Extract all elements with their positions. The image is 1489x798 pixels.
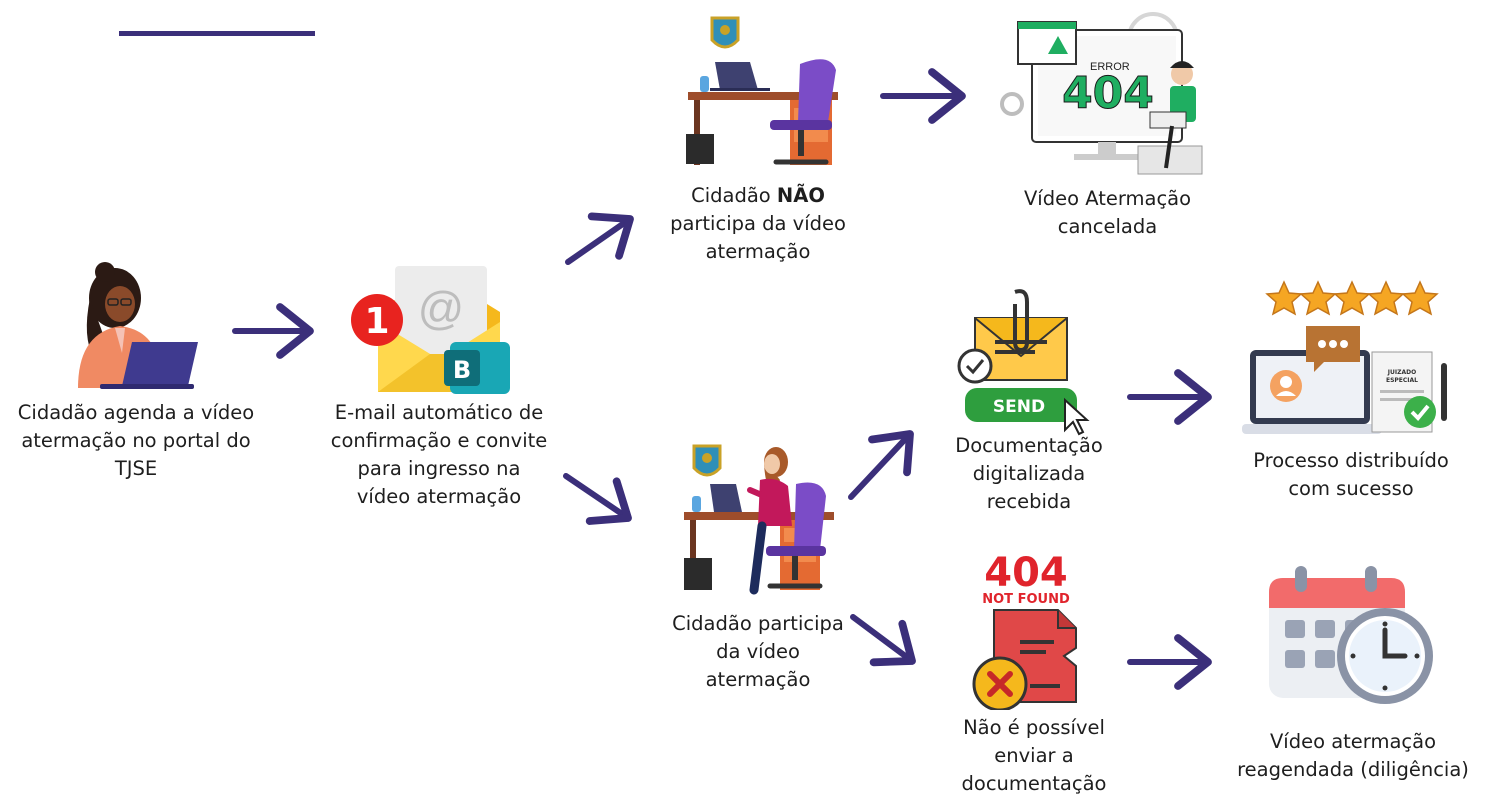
arrow-participa-to-documentacao xyxy=(848,430,914,500)
svg-text:404: 404 xyxy=(1062,68,1154,119)
header-accent-line xyxy=(119,31,315,36)
svg-text:JUIZADO: JUIZADO xyxy=(1387,369,1416,376)
star-icon xyxy=(1265,280,1303,316)
star-icon xyxy=(1299,280,1337,316)
svg-text:B: B xyxy=(453,356,471,384)
process-distributed-illustration: JUIZADO ESPECIAL xyxy=(1242,280,1447,434)
svg-text:ERROR: ERROR xyxy=(1090,61,1130,73)
empty-desk-illustration xyxy=(686,16,838,165)
calendar-clock-illustration xyxy=(1269,566,1433,704)
woman-laptop-illustration xyxy=(78,262,198,389)
svg-text:404: 404 xyxy=(984,550,1068,596)
not-found-document-illustration: 404 NOT FOUND xyxy=(972,550,1077,710)
send-document-illustration: SEND xyxy=(957,289,1090,436)
error-404-illustration: ERROR 404 xyxy=(1000,12,1203,175)
send-button-text: SEND xyxy=(993,397,1045,417)
svg-text:NOT FOUND: NOT FOUND xyxy=(982,592,1070,607)
star-icon xyxy=(1367,280,1405,316)
arrow-participa-to-nao-possivel xyxy=(850,614,916,667)
star-icon xyxy=(1401,280,1439,316)
star-icon xyxy=(1333,280,1371,316)
notification-badge: 1 xyxy=(364,301,389,342)
arrow-email-to-nao-participa xyxy=(565,212,634,265)
svg-text:@: @ xyxy=(418,282,465,334)
arrow-email-to-participa xyxy=(563,473,632,525)
email-bookings-illustration: @ 1 B xyxy=(351,266,510,394)
woman-at-desk-illustration xyxy=(684,444,834,595)
svg-text:ESPECIAL: ESPECIAL xyxy=(1386,377,1418,384)
